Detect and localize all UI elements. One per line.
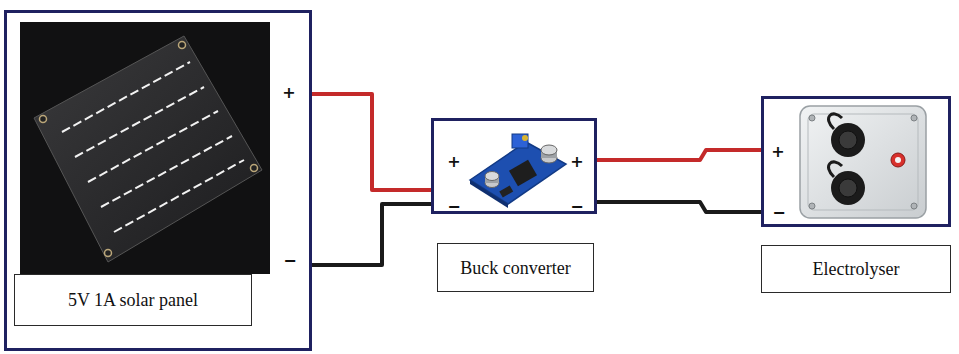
panel-label-box: 5V 1A solar panel — [14, 274, 252, 326]
label-text: Buck converter — [454, 257, 576, 279]
capacitor-top — [485, 172, 499, 181]
gas-cap-top — [839, 179, 857, 197]
wire — [312, 204, 431, 265]
terminal-sign: − — [772, 204, 785, 222]
buck-converter-frame: + − + − — [431, 118, 597, 214]
gas-cap — [831, 123, 865, 157]
cap-strap — [829, 114, 842, 129]
inductor — [509, 160, 537, 187]
buck-converter-picture — [470, 134, 566, 208]
terminal-sign: − — [283, 252, 296, 270]
bolts — [809, 115, 917, 209]
cap-strap — [829, 162, 842, 177]
gas-cap-top — [839, 131, 857, 149]
electrolyser-picture — [800, 106, 926, 218]
terminal-sign: + — [447, 153, 460, 171]
label-text: 5V 1A solar panel — [62, 289, 204, 311]
cell-lines — [62, 62, 244, 232]
gas-cap — [831, 171, 865, 205]
terminal-sign: + — [282, 84, 295, 102]
inner-plate — [808, 114, 918, 210]
terminal-sign: − — [447, 198, 460, 216]
capacitor-top — [541, 145, 557, 155]
wire — [597, 202, 761, 212]
mounting-holes — [40, 42, 258, 257]
electrolyser-frame: +− — [761, 96, 951, 227]
pcb — [470, 142, 566, 204]
converter-label-box: Buck converter — [437, 243, 594, 292]
red-terminal — [891, 153, 905, 167]
terminal-sign: + — [771, 143, 784, 161]
terminal-sign: − — [570, 198, 583, 216]
solar-panel-picture — [20, 22, 270, 274]
terminal-hole — [895, 157, 901, 163]
chip — [499, 185, 513, 197]
wire — [312, 94, 431, 190]
terminal-sign: + — [570, 153, 583, 171]
potentiometer — [512, 134, 528, 148]
label-text: Electrolyser — [807, 258, 906, 280]
acrylic-body — [800, 106, 926, 218]
solar-panel-frame: + − 5V 1A solar panel — [4, 10, 312, 351]
electrolyser-label-box: Electrolyser — [761, 245, 951, 293]
wire — [597, 150, 761, 160]
trim-screw — [522, 135, 528, 141]
panel-surface — [34, 36, 262, 262]
photo-ground — [20, 22, 270, 274]
